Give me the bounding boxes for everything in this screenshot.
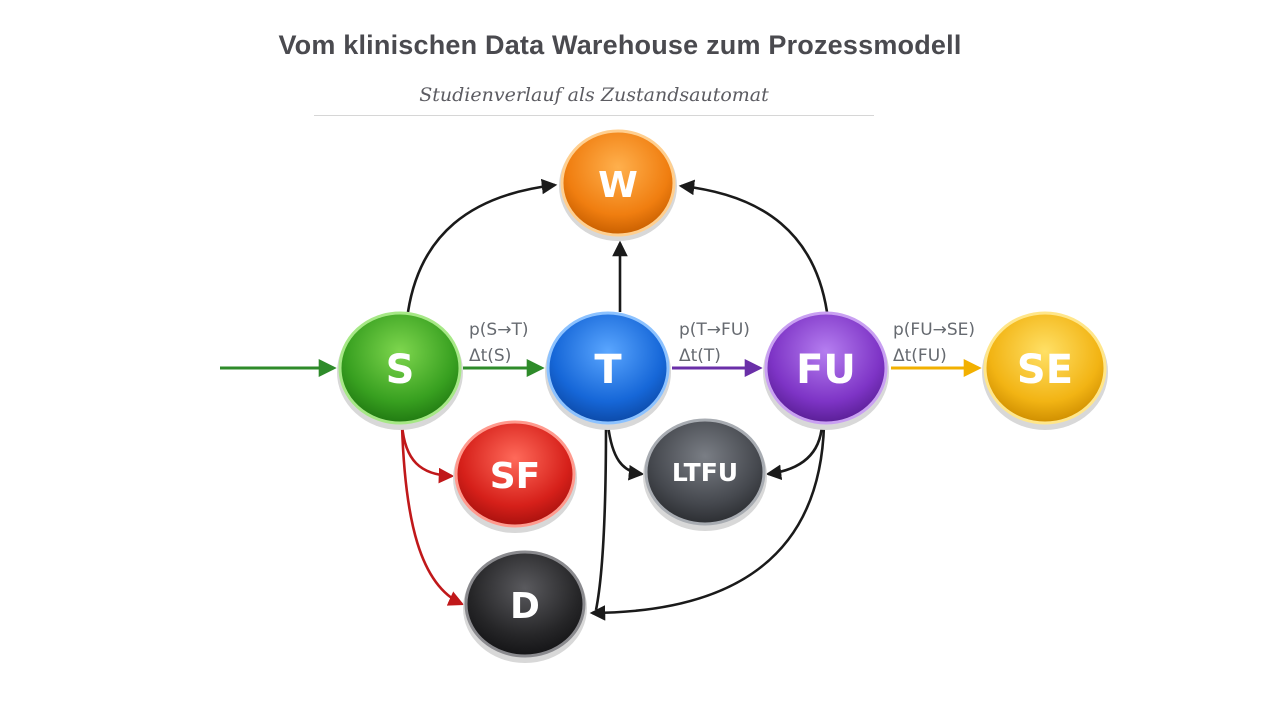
edge-label-s-t-time: Δt(S) [469, 346, 511, 366]
node-w[interactable]: W [559, 129, 677, 241]
node-ltfu-label: LTFU [672, 458, 738, 487]
node-t-label: T [594, 347, 622, 393]
title-divider [314, 115, 874, 116]
edge-s-to-d [400, 424, 465, 606]
node-sf-label: SF [490, 456, 541, 497]
edge-label-t-fu-prob: p(T→FU) [679, 320, 750, 340]
node-se-label: SE [1017, 347, 1073, 393]
node-s[interactable]: S [337, 311, 463, 430]
edge-label-fu-se-prob: p(FU→SE) [893, 320, 975, 340]
edge-label-t-fu-time: Δt(T) [679, 346, 721, 366]
edge-fu-to-w [678, 179, 829, 313]
edge-label-s-t-prob: p(S→T) [469, 320, 528, 340]
edge-t-to-d [594, 424, 608, 611]
node-d[interactable]: D [463, 550, 587, 663]
node-w-label: W [598, 165, 638, 206]
edge-t-to-ltfu [606, 424, 645, 481]
node-ltfu[interactable]: LTFU [643, 418, 767, 531]
node-s-label: S [386, 347, 415, 393]
edge-fu-to-ltfu [765, 424, 824, 481]
edges [220, 178, 982, 621]
edge-s-to-w [406, 178, 558, 313]
node-d-label: D [510, 586, 540, 627]
edge-label-fu-se-time: Δt(FU) [893, 346, 947, 366]
node-se[interactable]: SE [982, 311, 1108, 430]
node-sf[interactable]: SF [453, 420, 577, 533]
edge-fu-to-d [589, 424, 826, 621]
diagram-subtitle: Studienverlauf als Zustandsautomat [419, 84, 769, 106]
diagram-title: Vom klinischen Data Warehouse zum Prozes… [278, 30, 962, 60]
node-fu[interactable]: FU [763, 311, 889, 430]
edge-s-to-sf [400, 424, 455, 484]
node-fu-label: FU [796, 347, 856, 393]
node-t[interactable]: T [545, 311, 671, 430]
edge-labels: p(S→T) Δt(S) p(T→FU) Δt(T) p(FU→SE) Δt(F… [469, 320, 975, 366]
